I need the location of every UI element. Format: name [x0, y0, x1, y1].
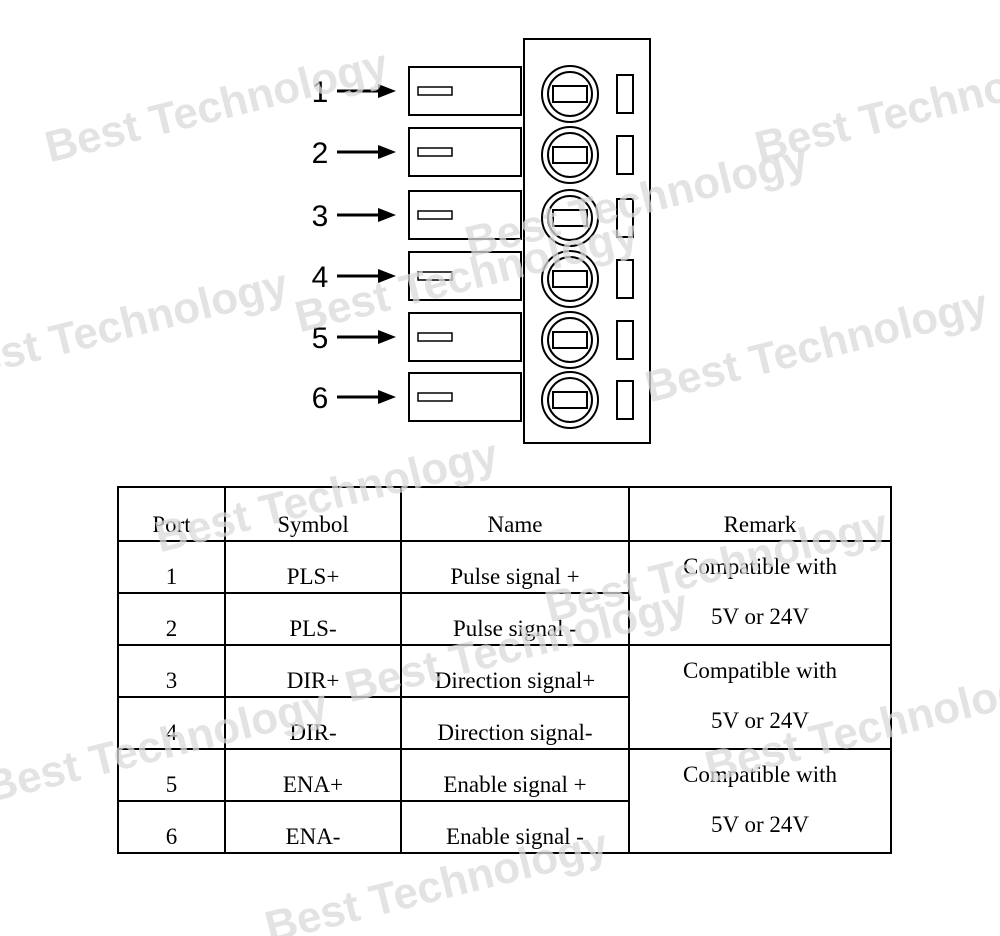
table-row: 4 DIR- Direction signal-: [117, 696, 891, 750]
symbol-cell: DIR+: [224, 644, 402, 698]
wire-slot-opening: [417, 392, 453, 402]
screw-slot: [552, 331, 588, 349]
terminal-window: [616, 320, 634, 360]
symbol-cell: ENA-: [224, 800, 402, 854]
name-cell: Pulse signal -: [400, 592, 630, 646]
screw-slot: [552, 270, 588, 288]
remark-line: Compatible with: [683, 554, 837, 579]
remark-cell: Compatible with 5V or 24V: [628, 748, 892, 854]
name-cell: Pulse signal +: [400, 540, 630, 594]
remark-line: 5V or 24V: [711, 604, 809, 629]
wire-slot-opening: [417, 332, 453, 342]
port-number-label: 2: [312, 137, 329, 170]
terminal-window: [616, 380, 634, 420]
header-remark: Remark: [628, 486, 892, 542]
table-header-row: Port Symbol Name Remark: [117, 486, 892, 542]
table-row: 2 PLS- Pulse signal -: [117, 592, 891, 646]
wire-slot-opening: [417, 210, 453, 220]
header-port: Port: [117, 486, 226, 542]
arrow-head: [378, 330, 396, 344]
port-number-label: 4: [312, 261, 329, 294]
port-cell: 4: [117, 696, 226, 750]
symbol-cell: DIR-: [224, 696, 402, 750]
screw-slot: [552, 85, 588, 103]
header-name: Name: [400, 486, 630, 542]
port-cell: 6: [117, 800, 226, 854]
arrow-head: [378, 208, 396, 222]
port-number-label: 1: [312, 76, 329, 109]
port-number-label: 6: [312, 382, 329, 415]
port-table: Port Symbol Name Remark 1 PLS+ Pulse sig…: [117, 486, 892, 854]
header-symbol: Symbol: [224, 486, 402, 542]
remark-line: Compatible with: [683, 658, 837, 683]
screw-slot: [552, 391, 588, 409]
symbol-cell: ENA+: [224, 748, 402, 802]
terminal-window: [616, 135, 634, 175]
wire-slot-opening: [417, 147, 453, 157]
wire-slot-opening: [417, 271, 453, 281]
terminal-window: [616, 259, 634, 299]
terminal-window: [616, 74, 634, 114]
arrow-head: [378, 390, 396, 404]
remark-line: 5V or 24V: [711, 812, 809, 837]
remark-line: 5V or 24V: [711, 708, 809, 733]
table-row: 1 PLS+ Pulse signal + Compatible with 5V…: [117, 540, 892, 646]
terminal-window: [616, 198, 634, 238]
port-cell: 1: [117, 540, 226, 594]
table-row: 5 ENA+ Enable signal + Compatible with 5…: [117, 748, 892, 854]
wire-slot-opening: [417, 86, 453, 96]
wire-entry-slot: [408, 312, 522, 362]
port-cell: 3: [117, 644, 226, 698]
port-number-label: 5: [312, 322, 329, 355]
connector-diagram: 1 2 3 4 5 6: [312, 38, 651, 444]
arrow-head: [378, 145, 396, 159]
remark-cell: Compatible with 5V or 24V: [628, 644, 892, 750]
symbol-cell: PLS+: [224, 540, 402, 594]
arrow-head: [378, 84, 396, 98]
remark-cell: Compatible with 5V or 24V: [628, 540, 892, 646]
port-cell: 2: [117, 592, 226, 646]
name-cell: Enable signal -: [400, 800, 630, 854]
name-cell: Direction signal+: [400, 644, 630, 698]
name-cell: Direction signal-: [400, 696, 630, 750]
table-row: 6 ENA- Enable signal -: [117, 800, 891, 854]
port-number-label: 3: [312, 200, 329, 233]
arrow-head: [378, 269, 396, 283]
symbol-cell: PLS-: [224, 592, 402, 646]
name-cell: Enable signal +: [400, 748, 630, 802]
table-row: 3 DIR+ Direction signal+ Compatible with…: [117, 644, 892, 750]
remark-line: Compatible with: [683, 762, 837, 787]
screw-slot: [552, 209, 588, 227]
screw-slot: [552, 146, 588, 164]
port-cell: 5: [117, 748, 226, 802]
